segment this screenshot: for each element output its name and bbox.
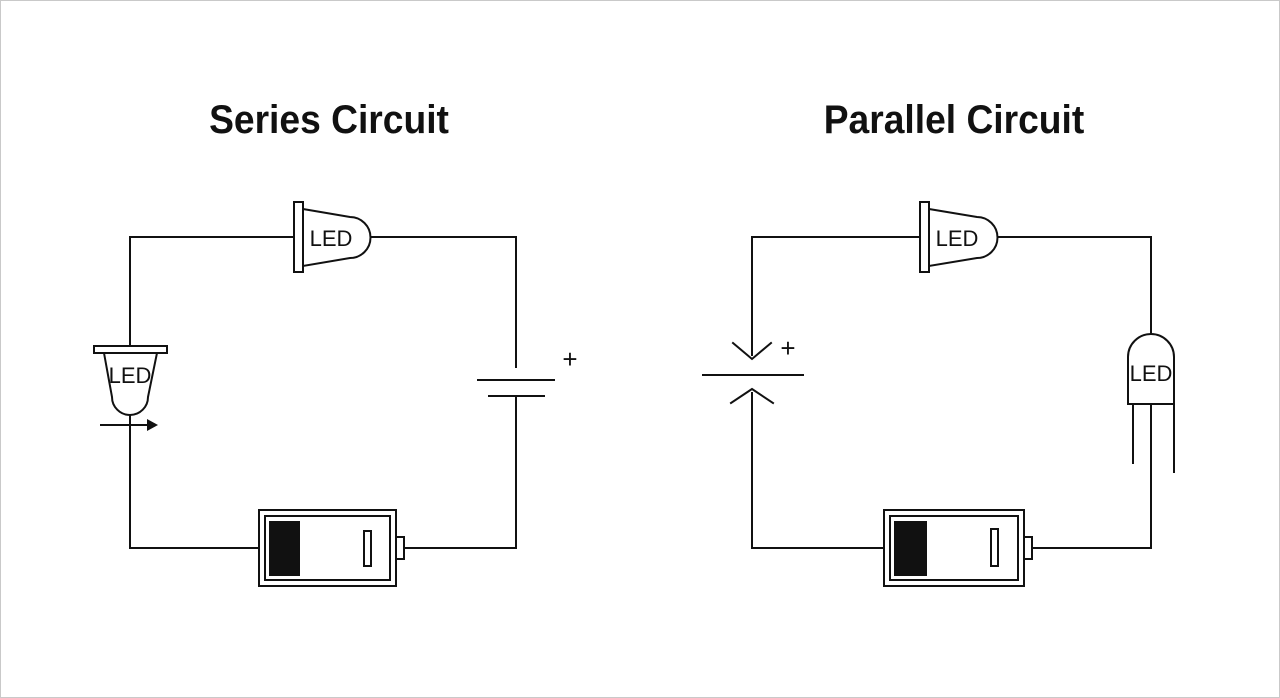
parallel-circuit-title: Parallel Circuit bbox=[823, 98, 1085, 142]
series-led-top bbox=[293, 201, 372, 273]
series-plus-sign: + bbox=[562, 344, 577, 374]
series-led-left bbox=[93, 345, 168, 416]
parallel-led-right-label: LED bbox=[1130, 361, 1173, 386]
parallel-battery-symbol bbox=[702, 341, 804, 405]
parallel-led-right bbox=[1127, 333, 1175, 473]
parallel-plus-sign: + bbox=[780, 333, 795, 363]
series-circuit bbox=[93, 201, 555, 587]
series-current-arrow bbox=[100, 419, 158, 431]
series-led-left-label: LED bbox=[109, 363, 152, 388]
series-wire-top-left bbox=[129, 236, 297, 348]
series-battery-pack bbox=[258, 509, 405, 587]
series-battery-symbol bbox=[477, 379, 555, 397]
parallel-led-top bbox=[919, 201, 999, 273]
parallel-led-top-label: LED bbox=[936, 226, 979, 251]
parallel-wire-top-left bbox=[751, 236, 922, 356]
series-led-top-label: LED bbox=[310, 226, 353, 251]
parallel-circuit bbox=[702, 201, 1175, 587]
series-circuit-title: Series Circuit bbox=[209, 98, 449, 142]
parallel-battery-pack bbox=[883, 509, 1033, 587]
